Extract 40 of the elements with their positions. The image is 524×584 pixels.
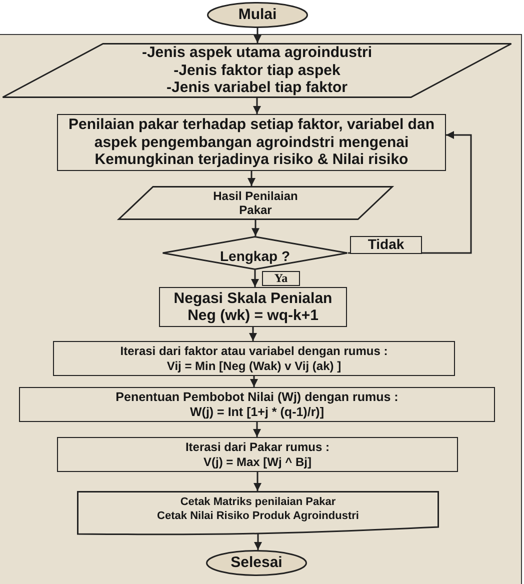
arrow [252,220,260,236]
data-parallelogram [2,43,512,98]
data-text: -Jenis aspek utama agroindustri [142,44,372,62]
process-text: Iterasi dari Pakar rumus : [185,440,330,454]
process-text: W(j) = Int [1+j * (q-1)/r)] [190,404,324,420]
data-text: -Jenis faktor tiap aspek [174,62,340,80]
process-box [53,341,455,376]
process-text: Vij = Min [Neg (Wak) v Vij (ak) ] [166,358,342,374]
process-box [159,287,347,327]
arrow [251,270,259,287]
terminal-ellipse [206,550,307,576]
data-text: -Jenis variabel tiap faktor [166,79,348,97]
arrow [248,171,256,186]
terminal-label: Mulai [238,6,277,24]
document-text: Cetak Matriks penilaian Pakar [180,495,336,509]
process-text: V(j) = Max [Wj ^ Bj] [203,454,312,470]
arrow [254,472,262,491]
data-parallelogram [118,186,393,220]
process-box [57,437,458,472]
document-text: Cetak Nilai Risiko Produk Agroindustri [157,509,359,523]
arrow [249,327,257,341]
process-text: Iterasi dari faktor atau variabel dengan rumus : [120,344,388,358]
arrow [254,534,262,550]
edge-label: Tidak [350,236,422,254]
process-text: Neg (wk) = wq-k+1 [188,307,318,324]
decision-diamond [162,236,348,270]
process-box [19,387,495,422]
arrow [250,376,258,387]
terminal-ellipse [207,2,308,28]
decision-text: Lengkap ? [220,248,290,264]
document-shape [77,491,439,536]
terminal-label: Selesai [230,554,282,572]
process-text: Penilaian pakar terhadap setiap faktor, variabel dan aspek pengembangan agroindstri mengenai Kemungkinan terjadinya risiko & Nilai risiko [68,116,436,169]
process-text: Penentuan Pembobot Nilai (Wj) dengan rumus : [116,390,398,404]
process-text: Negasi Skala Penialan [174,290,332,307]
arrow [253,422,261,437]
arrow [253,98,261,114]
data-text: Hasil Penilaian Pakar [212,189,299,217]
arrow [254,28,262,43]
edge-label: Ya [262,271,300,286]
